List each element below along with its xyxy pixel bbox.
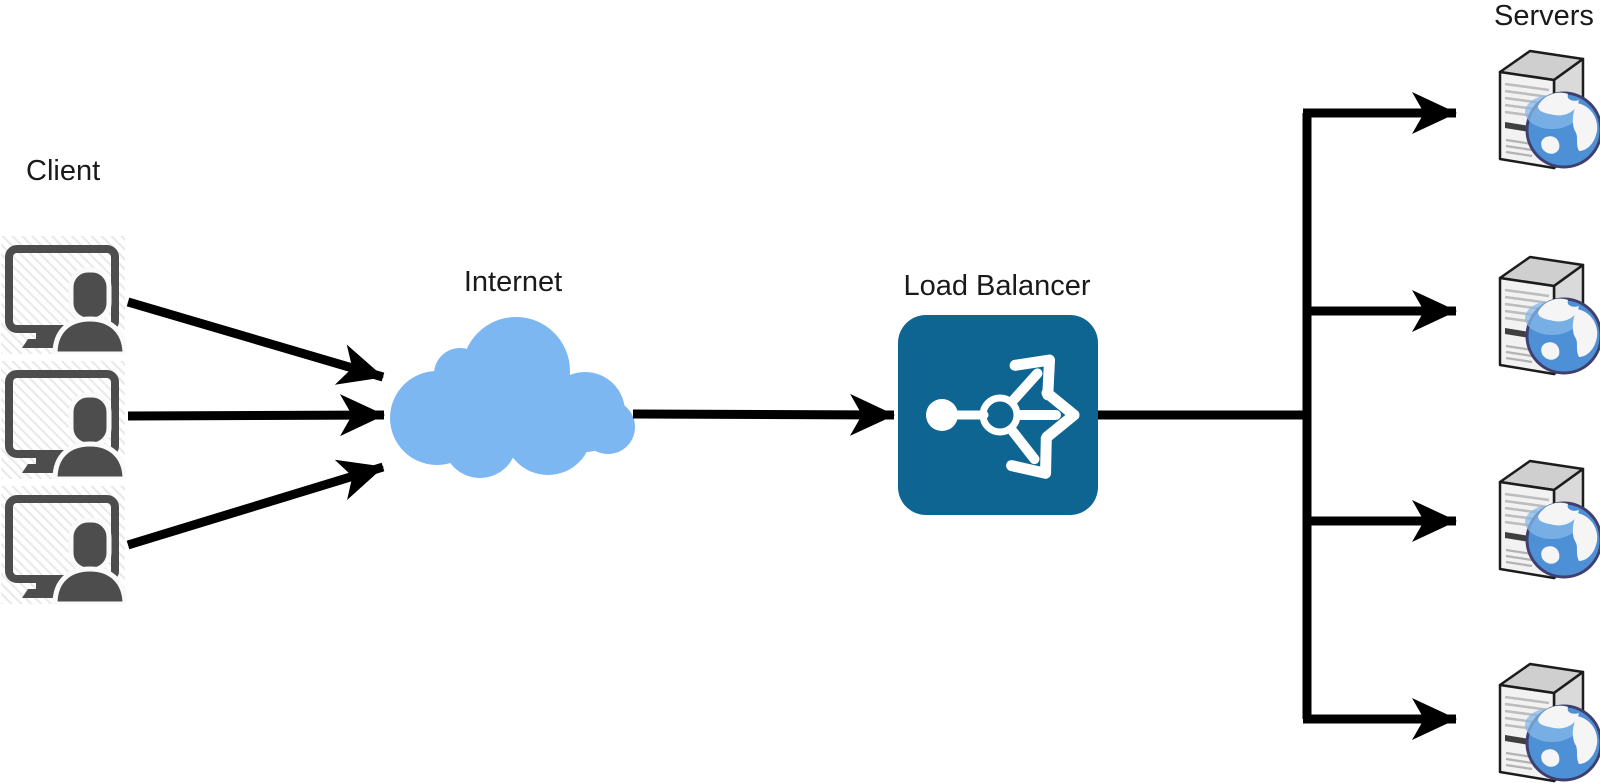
load-balancer-label: Load Balancer bbox=[903, 270, 1091, 302]
client-workstation-icon bbox=[1, 486, 125, 604]
client-workstation-icon bbox=[1, 236, 125, 354]
client-to-internet-arrows bbox=[126, 297, 385, 550]
server-distribution-tree bbox=[1302, 92, 1457, 740]
server-globe-icon bbox=[1498, 49, 1600, 170]
client2-arrow bbox=[127, 394, 385, 437]
client-label: Client bbox=[26, 155, 101, 187]
internet-to-lb-arrow bbox=[632, 393, 895, 436]
client-group bbox=[1, 236, 125, 604]
server-group bbox=[1498, 49, 1600, 783]
client3-arrow bbox=[126, 459, 385, 550]
client-workstation-icon bbox=[1, 361, 125, 479]
client1-arrow bbox=[126, 297, 385, 385]
internet-label: Internet bbox=[463, 266, 563, 298]
server-globe-icon bbox=[1498, 662, 1600, 783]
server-globe-icon bbox=[1498, 255, 1600, 376]
server-globe-icon bbox=[1498, 459, 1600, 580]
servers-label: Servers bbox=[1494, 0, 1594, 32]
internet-cloud-icon bbox=[390, 317, 635, 478]
load-balancer-icon bbox=[898, 315, 1098, 515]
